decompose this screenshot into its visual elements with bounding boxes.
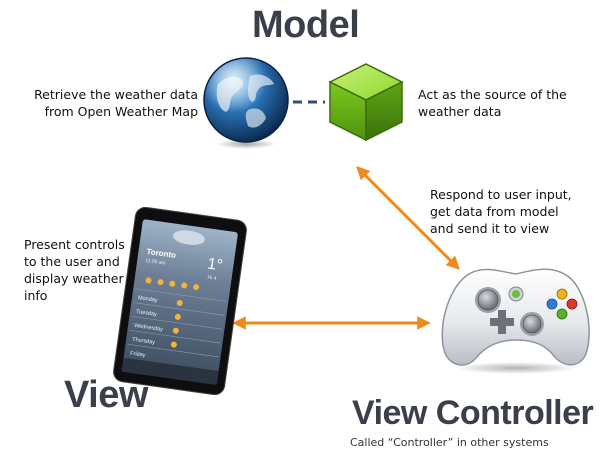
phone-day: Thursday (132, 337, 156, 346)
globe-icon (203, 57, 289, 149)
model-controller-arrow (356, 166, 460, 270)
model-left-caption-line: Retrieve the weather data (34, 87, 198, 102)
model-left-caption-line: from Open Weather Map (44, 104, 198, 119)
model-title: Model (252, 4, 360, 46)
phone-day: Friday (130, 351, 146, 359)
model-right-caption-line: Act as the source of the (418, 87, 567, 102)
phone-day: Tuesday (136, 309, 158, 318)
phone-temp: 1° (206, 256, 224, 275)
gamepad-icon (441, 268, 590, 374)
controller-subtitle: Called “Controller” in other systems (350, 436, 549, 449)
view-caption: Present controls to the user and display… (24, 236, 154, 304)
view-caption-line: to the user and (24, 254, 120, 269)
phone-time: 11:05 am (145, 258, 166, 267)
phone-city: Toronto (146, 247, 177, 260)
controller-caption: Respond to user input, get data from mod… (430, 186, 596, 237)
view-caption-line: display weather (24, 271, 124, 286)
model-left-caption: Retrieve the weather data from Open Weat… (12, 86, 198, 120)
phone-hi-lo: Hi 4 (207, 275, 217, 282)
view-caption-line: info (24, 288, 48, 303)
controller-caption-line: and send it to view (430, 221, 550, 236)
controller-title: View Controller (352, 394, 594, 432)
controller-caption-line: Respond to user input, (430, 187, 572, 202)
cube-icon (328, 63, 404, 142)
controller-caption-line: get data from model (430, 204, 559, 219)
model-right-caption-line: weather data (418, 104, 502, 119)
phone-day: Wednesday (134, 323, 164, 333)
phone-body: Toronto 11:05 am 1° Hi 4 Monday Tuesday … (113, 207, 247, 395)
view-caption-line: Present controls (24, 237, 125, 252)
phone-day: Monday (138, 295, 158, 304)
model-right-caption: Act as the source of the weather data (418, 86, 596, 120)
phone-icon: Toronto 11:05 am 1° Hi 4 Monday Tuesday … (106, 207, 254, 395)
